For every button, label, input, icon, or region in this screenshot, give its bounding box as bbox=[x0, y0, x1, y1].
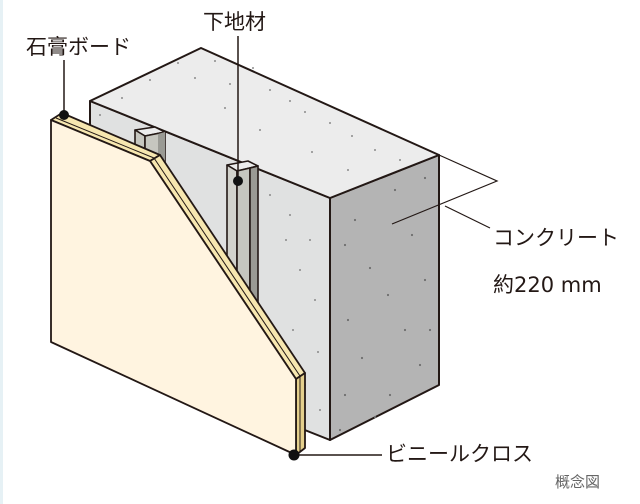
leader-lines bbox=[63, 36, 499, 456]
label-concept-note: 概念図 bbox=[555, 473, 601, 491]
furring-strip-right bbox=[226, 160, 259, 306]
label-concrete: コンクリート bbox=[493, 226, 619, 250]
label-vinyl-cloth: ビニールクロス bbox=[386, 442, 533, 466]
label-gypsum-board: 石膏ボード bbox=[26, 35, 131, 59]
left-edge-strip bbox=[0, 0, 3, 504]
label-furring: 下地材 bbox=[203, 10, 266, 34]
leader-dots bbox=[59, 110, 300, 461]
concrete-texture bbox=[99, 60, 432, 432]
gypsum-board bbox=[50, 112, 306, 456]
label-thickness: 約220 mm bbox=[493, 273, 602, 297]
